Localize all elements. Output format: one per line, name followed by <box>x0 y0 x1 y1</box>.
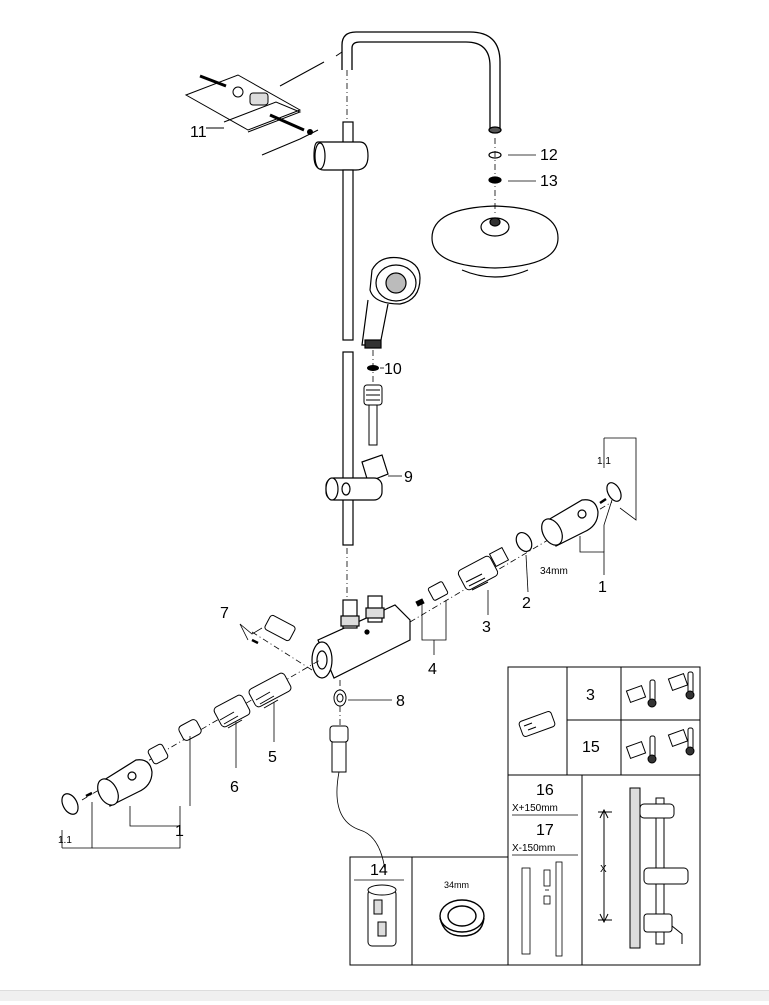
callout-12: 12 <box>540 147 558 164</box>
table-17-sub: X-150mm <box>512 843 555 854</box>
part-1-handle-left <box>97 759 153 807</box>
part-7-elbow <box>251 614 296 645</box>
table-14-number: 14 <box>370 862 388 879</box>
table-14-size: 34mm <box>444 880 469 890</box>
height-x-label: X <box>600 864 607 875</box>
part-1-handle-right <box>541 499 599 547</box>
rail-top-bracket <box>313 121 369 171</box>
table-row2-number: 15 <box>582 739 600 756</box>
shower-arm <box>341 31 502 134</box>
callout-1-bottom: 1 <box>175 823 184 840</box>
hose-connector <box>363 384 383 446</box>
rail-height-diagram <box>598 787 689 949</box>
washer-10 <box>367 365 379 371</box>
leader-lines-right <box>421 437 637 655</box>
callout-1-1-bottom: 1.1 <box>58 835 72 846</box>
callout-2: 2 <box>522 595 531 612</box>
part-1-adapter-left <box>147 719 202 765</box>
extension-rods-icon <box>521 861 563 957</box>
bottom-strip <box>0 990 769 1001</box>
callout-8: 8 <box>396 693 405 710</box>
part-1-1-cap-left <box>61 791 93 815</box>
ring-tool-icon <box>439 899 485 937</box>
callout-3: 3 <box>482 619 491 636</box>
spare-parts-table <box>349 666 701 966</box>
table-row1-number: 3 <box>586 687 595 704</box>
callout-1-top: 1 <box>598 579 607 596</box>
set-screw <box>335 51 343 57</box>
callout-1-1-top: 1.1 <box>597 456 611 467</box>
callout-11: 11 <box>190 124 207 141</box>
callout-4: 4 <box>428 661 437 678</box>
riser-pipe <box>342 169 354 546</box>
wall-bracket-11 <box>184 61 325 156</box>
thermostat-body <box>311 595 411 679</box>
hand-shower-holder-9 <box>325 454 389 501</box>
callout-6: 6 <box>230 779 239 796</box>
callout-9: 9 <box>404 469 413 486</box>
wrench-14-icon <box>367 884 397 947</box>
callout-13: 13 <box>540 173 558 190</box>
callout-34mm-top: 34mm <box>540 566 568 577</box>
callout-7: 7 <box>220 605 229 622</box>
part-8-nut <box>333 689 347 707</box>
table-16-number: 16 <box>536 782 554 799</box>
part-1-1-cap-right <box>599 482 622 505</box>
part-3-cartridge <box>457 546 510 591</box>
callout-5: 5 <box>268 749 277 766</box>
shower-hose <box>329 725 386 871</box>
part-5-spacer <box>248 672 292 709</box>
hand-shower <box>361 256 421 349</box>
part-4-filter <box>415 581 449 607</box>
part-2-ring <box>515 531 533 553</box>
leader-lines-left <box>61 623 275 849</box>
table-16-sub: X+150mm <box>512 803 558 814</box>
part-6-cartridge <box>213 694 251 729</box>
table-row-3-15-icons <box>518 671 695 764</box>
overhead-shower-head <box>431 151 559 278</box>
callout-labels: 12 13 11 10 9 1.1 1 34mm 2 3 4 7 8 5 6 1… <box>58 124 611 846</box>
table-17-number: 17 <box>536 822 554 839</box>
callout-10: 10 <box>384 361 402 378</box>
